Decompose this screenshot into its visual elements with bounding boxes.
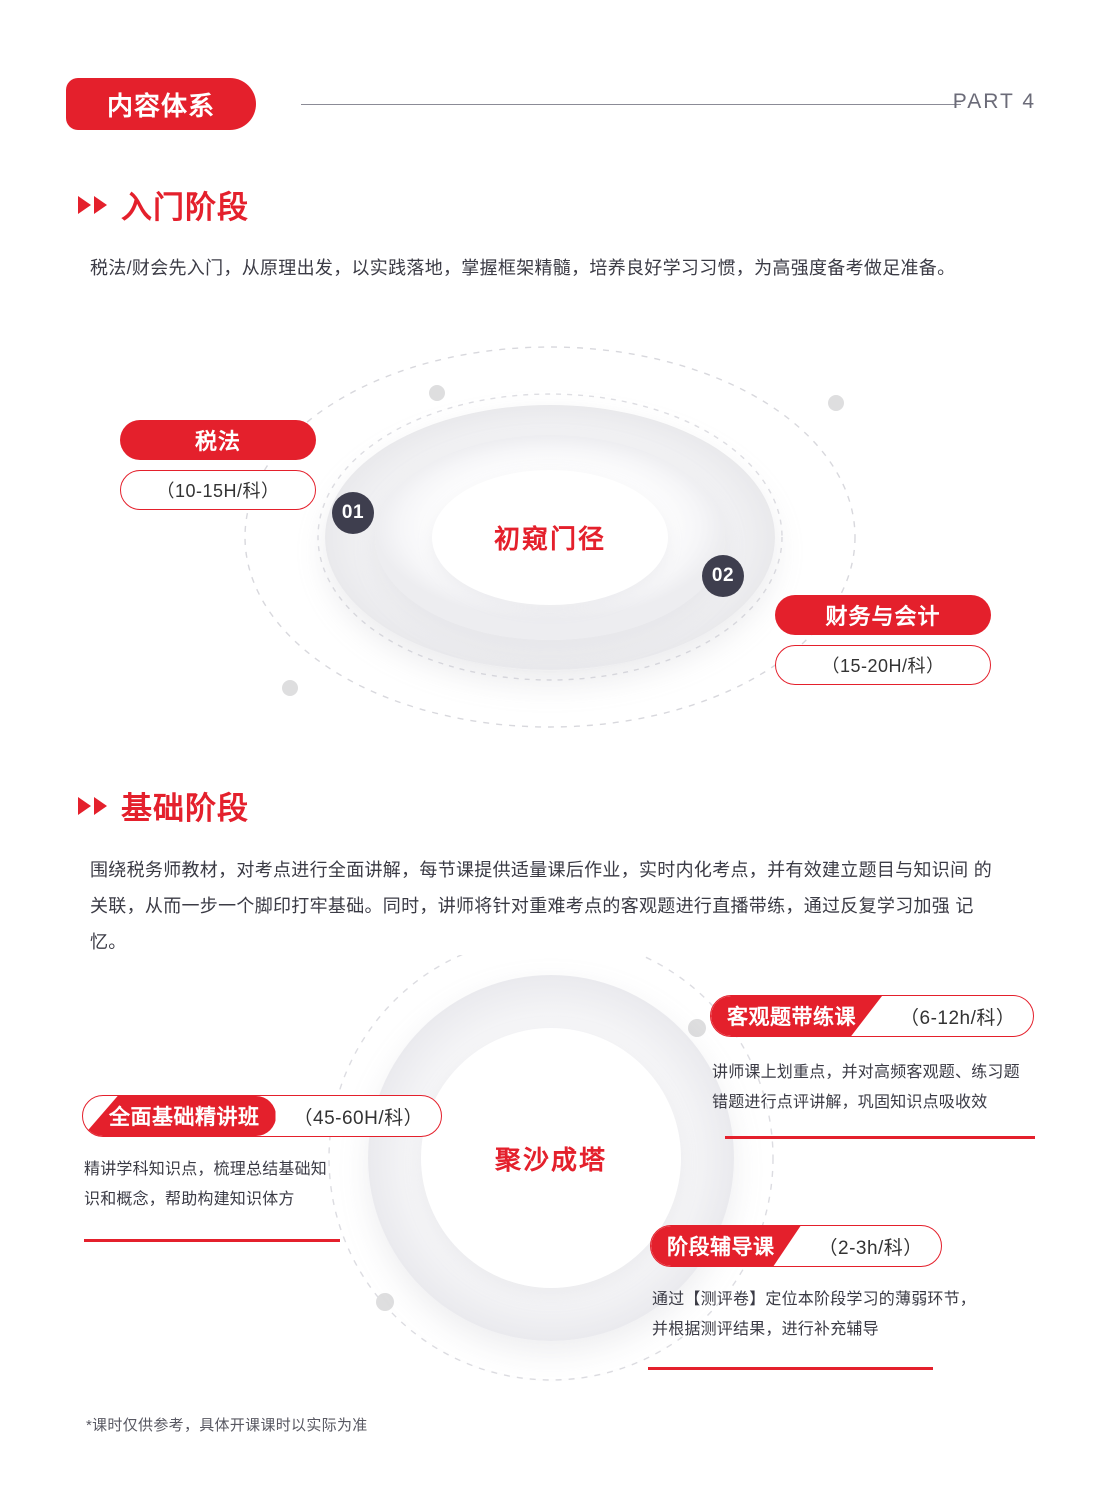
course-badge-hours-intensive: （45-60H/科） (293, 1107, 424, 1129)
section-tag-label: 内容体系 (106, 90, 215, 121)
course-underline-objective (725, 1136, 1035, 1139)
course-desc-intensive-line2: 识和概念，帮助构建知识体方 (84, 1190, 295, 1208)
subject-pill-group-1: 税法 （10-15H/科） (120, 420, 316, 510)
footnote-text: *课时仅供参考，具体开课课时以实际为准 (86, 1417, 368, 1434)
course-desc-objective-line1: 讲师课上划重点，并对高频客观题、练习题 (712, 1064, 1020, 1081)
course-badge-hours-tutoring: （2-3h/科） (818, 1237, 923, 1259)
course-badge-objective[interactable]: 客观题带练课 （6-12h/科） (710, 995, 1035, 1037)
section-desc-basic: 围绕税务师教材，对考点进行全面讲解，每节课提供适量课后作业，实时内化考点，并有效… (90, 860, 992, 952)
subject-name-pill-1[interactable]: 税法 (120, 420, 316, 460)
node-number-02: 02 (702, 555, 744, 597)
course-desc-tutoring-line2: 并根据测评结果，进行补充辅导 (652, 1320, 879, 1338)
course-desc-tutoring-line1: 通过【测评卷】定位本阶段学习的薄弱环节， (652, 1291, 977, 1308)
page-header: 内容体系 PART 4 (66, 78, 1036, 130)
course-underline-tutoring (648, 1367, 933, 1370)
entry-center-text: 初窥门径 (493, 524, 606, 554)
section-desc-entry: 税法/财会先入门，从原理出发，以实践落地，掌握框架精髓，培养良好学习习惯，为高强… (90, 258, 956, 278)
double-arrow-icon (78, 195, 107, 214)
basic-stage-diagram: 聚沙成塔 客观题带练课 （6-12h/科） 讲师课上划重点，并对高频客观题、练习… (0, 955, 1102, 1395)
circle-center-label: 聚沙成塔 (421, 1028, 681, 1288)
ellipse-center-label: 初窥门径 (432, 470, 668, 605)
subject-name-label-2: 财务与会计 (825, 604, 941, 629)
course-badge-name-intensive: 全面基础精讲班 (83, 1096, 276, 1136)
course-badge-intensive[interactable]: 全面基础精讲班 （45-60H/科） (82, 1095, 443, 1137)
subject-hours-label-2: （15-20H/科） (821, 656, 945, 676)
orbit-ellipses-svg (244, 346, 856, 728)
course-badge-hours-objective: （6-12h/科） (900, 1007, 1016, 1029)
header-divider-line (301, 104, 961, 105)
entry-stage-diagram: 初窥门径 01 02 税法 （10-15H/科） 财务与会计 （15-20H/科… (0, 325, 1102, 745)
subject-name-pill-2[interactable]: 财务与会计 (775, 595, 991, 635)
node-number-01-label: 01 (341, 502, 365, 523)
node-number-02-label: 02 (711, 565, 735, 586)
course-badge-name-objective: 客观题带练课 (711, 996, 882, 1036)
course-desc-tutoring: 通过【测评卷】定位本阶段学习的薄弱环节， 并根据测评结果，进行补充辅导 (652, 1285, 1002, 1344)
section-tag-badge: 内容体系 (66, 78, 256, 130)
subject-hours-pill-2: （15-20H/科） (775, 645, 991, 685)
double-arrow-icon (78, 796, 107, 815)
course-desc-objective: 讲师课上划重点，并对高频客观题、练习题 错题进行点评讲解，巩固知识点吸收效 (712, 1058, 1052, 1117)
course-desc-intensive-line1: 精讲学科知识点，梳理总结基础知 (84, 1161, 328, 1178)
section-title-entry: 入门阶段 (121, 190, 249, 225)
course-desc-objective-line2: 错题进行点评讲解，巩固知识点吸收效 (712, 1093, 988, 1111)
course-badge-tutoring[interactable]: 阶段辅导课 （2-3h/科） (650, 1225, 942, 1267)
subject-hours-pill-1: （10-15H/科） (120, 470, 316, 510)
section-heading-entry: 入门阶段 (78, 182, 249, 227)
subject-pill-group-2: 财务与会计 （15-20H/科） (775, 595, 991, 685)
course-desc-intensive: 精讲学科知识点，梳理总结基础知 识和概念，帮助构建知识体方 (84, 1155, 384, 1214)
course-badge-name-tutoring: 阶段辅导课 (651, 1226, 801, 1266)
node-number-01: 01 (332, 492, 374, 534)
basic-center-text: 聚沙成塔 (494, 1144, 607, 1175)
section-title-basic: 基础阶段 (121, 791, 249, 826)
subject-hours-label-1: （10-15H/科） (156, 481, 280, 501)
part-label: PART 4 (952, 90, 1036, 113)
course-underline-intensive (84, 1239, 340, 1242)
subject-name-label-1: 税法 (194, 429, 241, 454)
section-heading-basic: 基础阶段 (78, 783, 249, 828)
